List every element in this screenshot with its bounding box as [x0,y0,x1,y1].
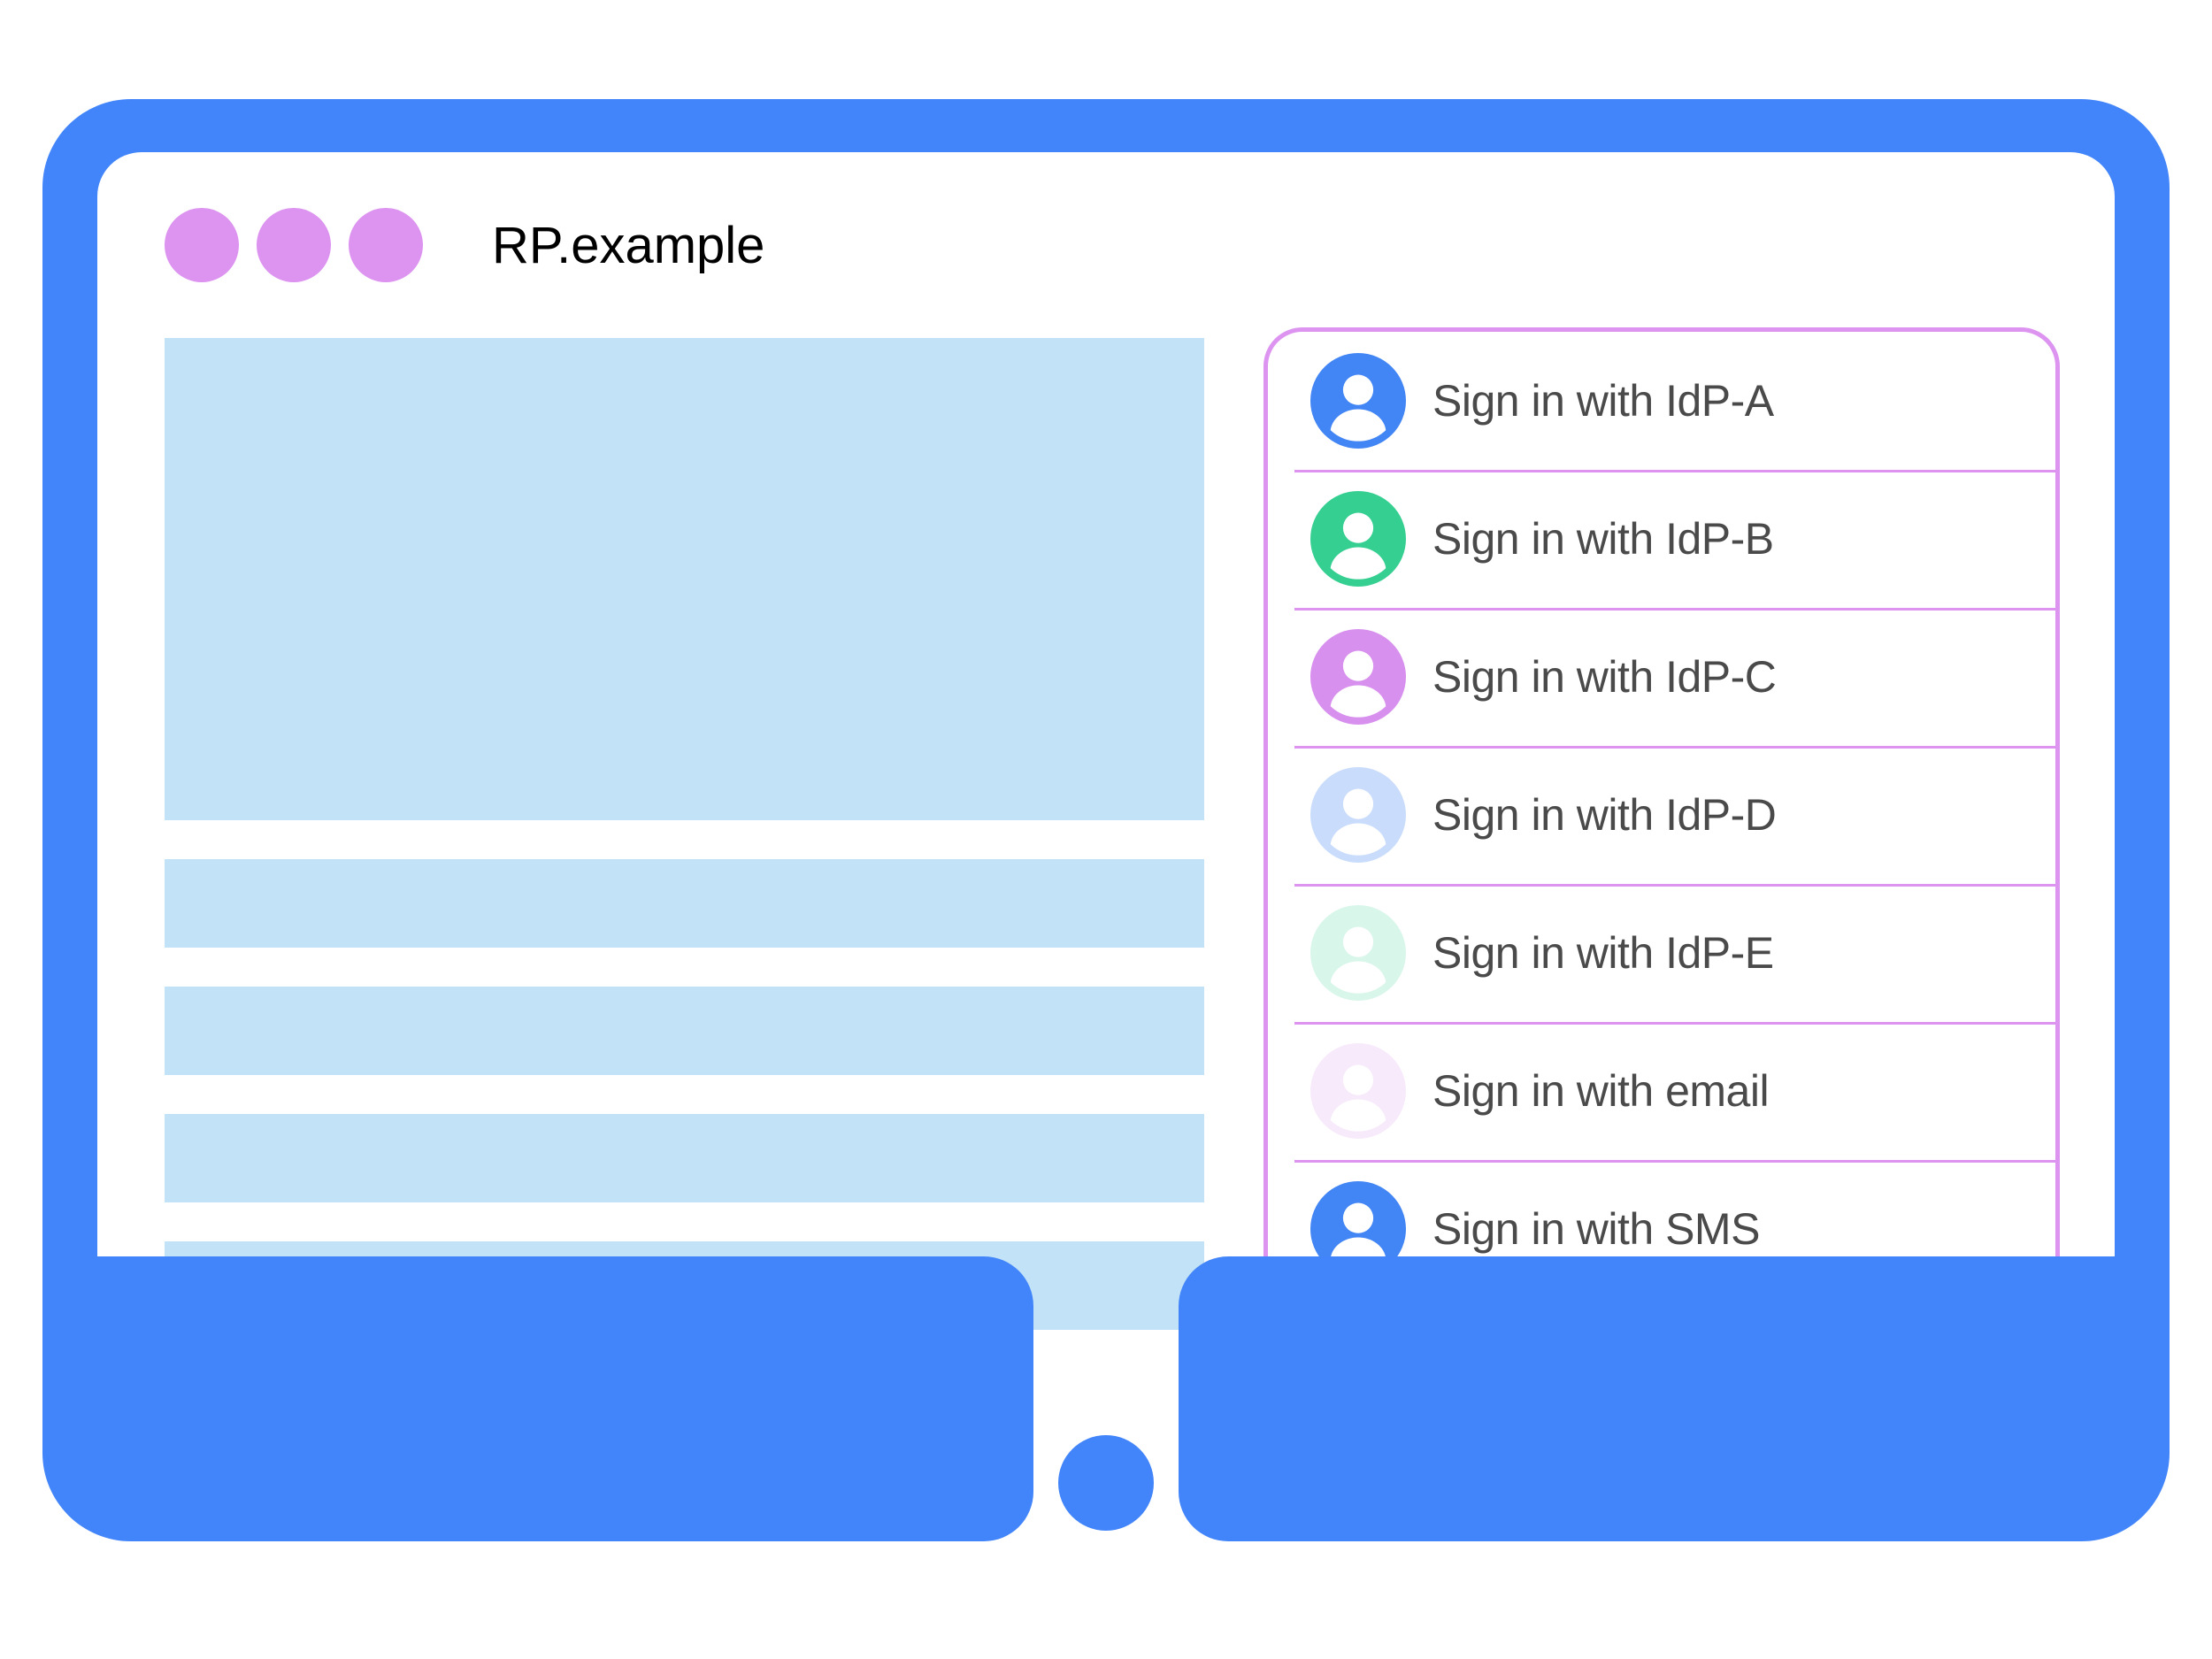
page-body: Sign in with IdP-A Sign in with IdP-B Sign… [97,327,2115,1391]
browser-titlebar: RP.example [97,152,2115,338]
signin-option-label: Sign in with IdP-A [1432,376,1774,426]
content-placeholder-bar [165,987,1204,1075]
page-title: RP.example [492,216,765,274]
signin-option-label: Sign in with IdP-B [1432,514,1774,564]
account-circle-icon [1310,353,1406,449]
account-circle-icon [1310,1043,1406,1139]
signin-chooser-panel: Sign in with IdP-A Sign in with IdP-B Sign… [1263,327,2060,1302]
content-placeholder-bar [165,1114,1204,1202]
signin-option-label: Sign in with IdP-E [1432,928,1774,978]
signin-option-label: Sign in with email [1432,1066,1770,1116]
signin-option-row[interactable]: Sign in with IdP-D [1268,746,2055,884]
signin-option-label: Sign in with IdP-D [1432,790,1777,840]
account-circle-icon [1310,767,1406,863]
signin-option-label: Sign in with SMS [1432,1204,1760,1254]
window-control-dot[interactable] [165,208,239,282]
signin-option-label: Sign in with IdP-C [1432,652,1777,702]
window-control-dot[interactable] [257,208,331,282]
account-circle-icon [1310,905,1406,1001]
account-circle-icon [1310,629,1406,725]
signin-option-row[interactable]: Sign in with SMS [1268,1160,2055,1298]
home-button[interactable] [1058,1435,1154,1531]
content-placeholder-bar [165,859,1204,948]
window-control-dot[interactable] [349,208,423,282]
account-circle-icon [1310,491,1406,587]
signin-option-row[interactable]: Sign in with IdP-A [1268,332,2055,470]
signin-option-row[interactable]: Sign in with IdP-B [1268,470,2055,608]
device-bezel-bottom-left [42,1256,1033,1541]
device-bezel-bottom-right [1179,1256,2170,1541]
signin-option-row[interactable]: Sign in with IdP-E [1268,884,2055,1022]
signin-option-row[interactable]: Sign in with email [1268,1022,2055,1160]
content-placeholder-column [165,338,1204,1369]
signin-option-row[interactable]: Sign in with IdP-C [1268,608,2055,746]
content-placeholder-hero [165,338,1204,820]
